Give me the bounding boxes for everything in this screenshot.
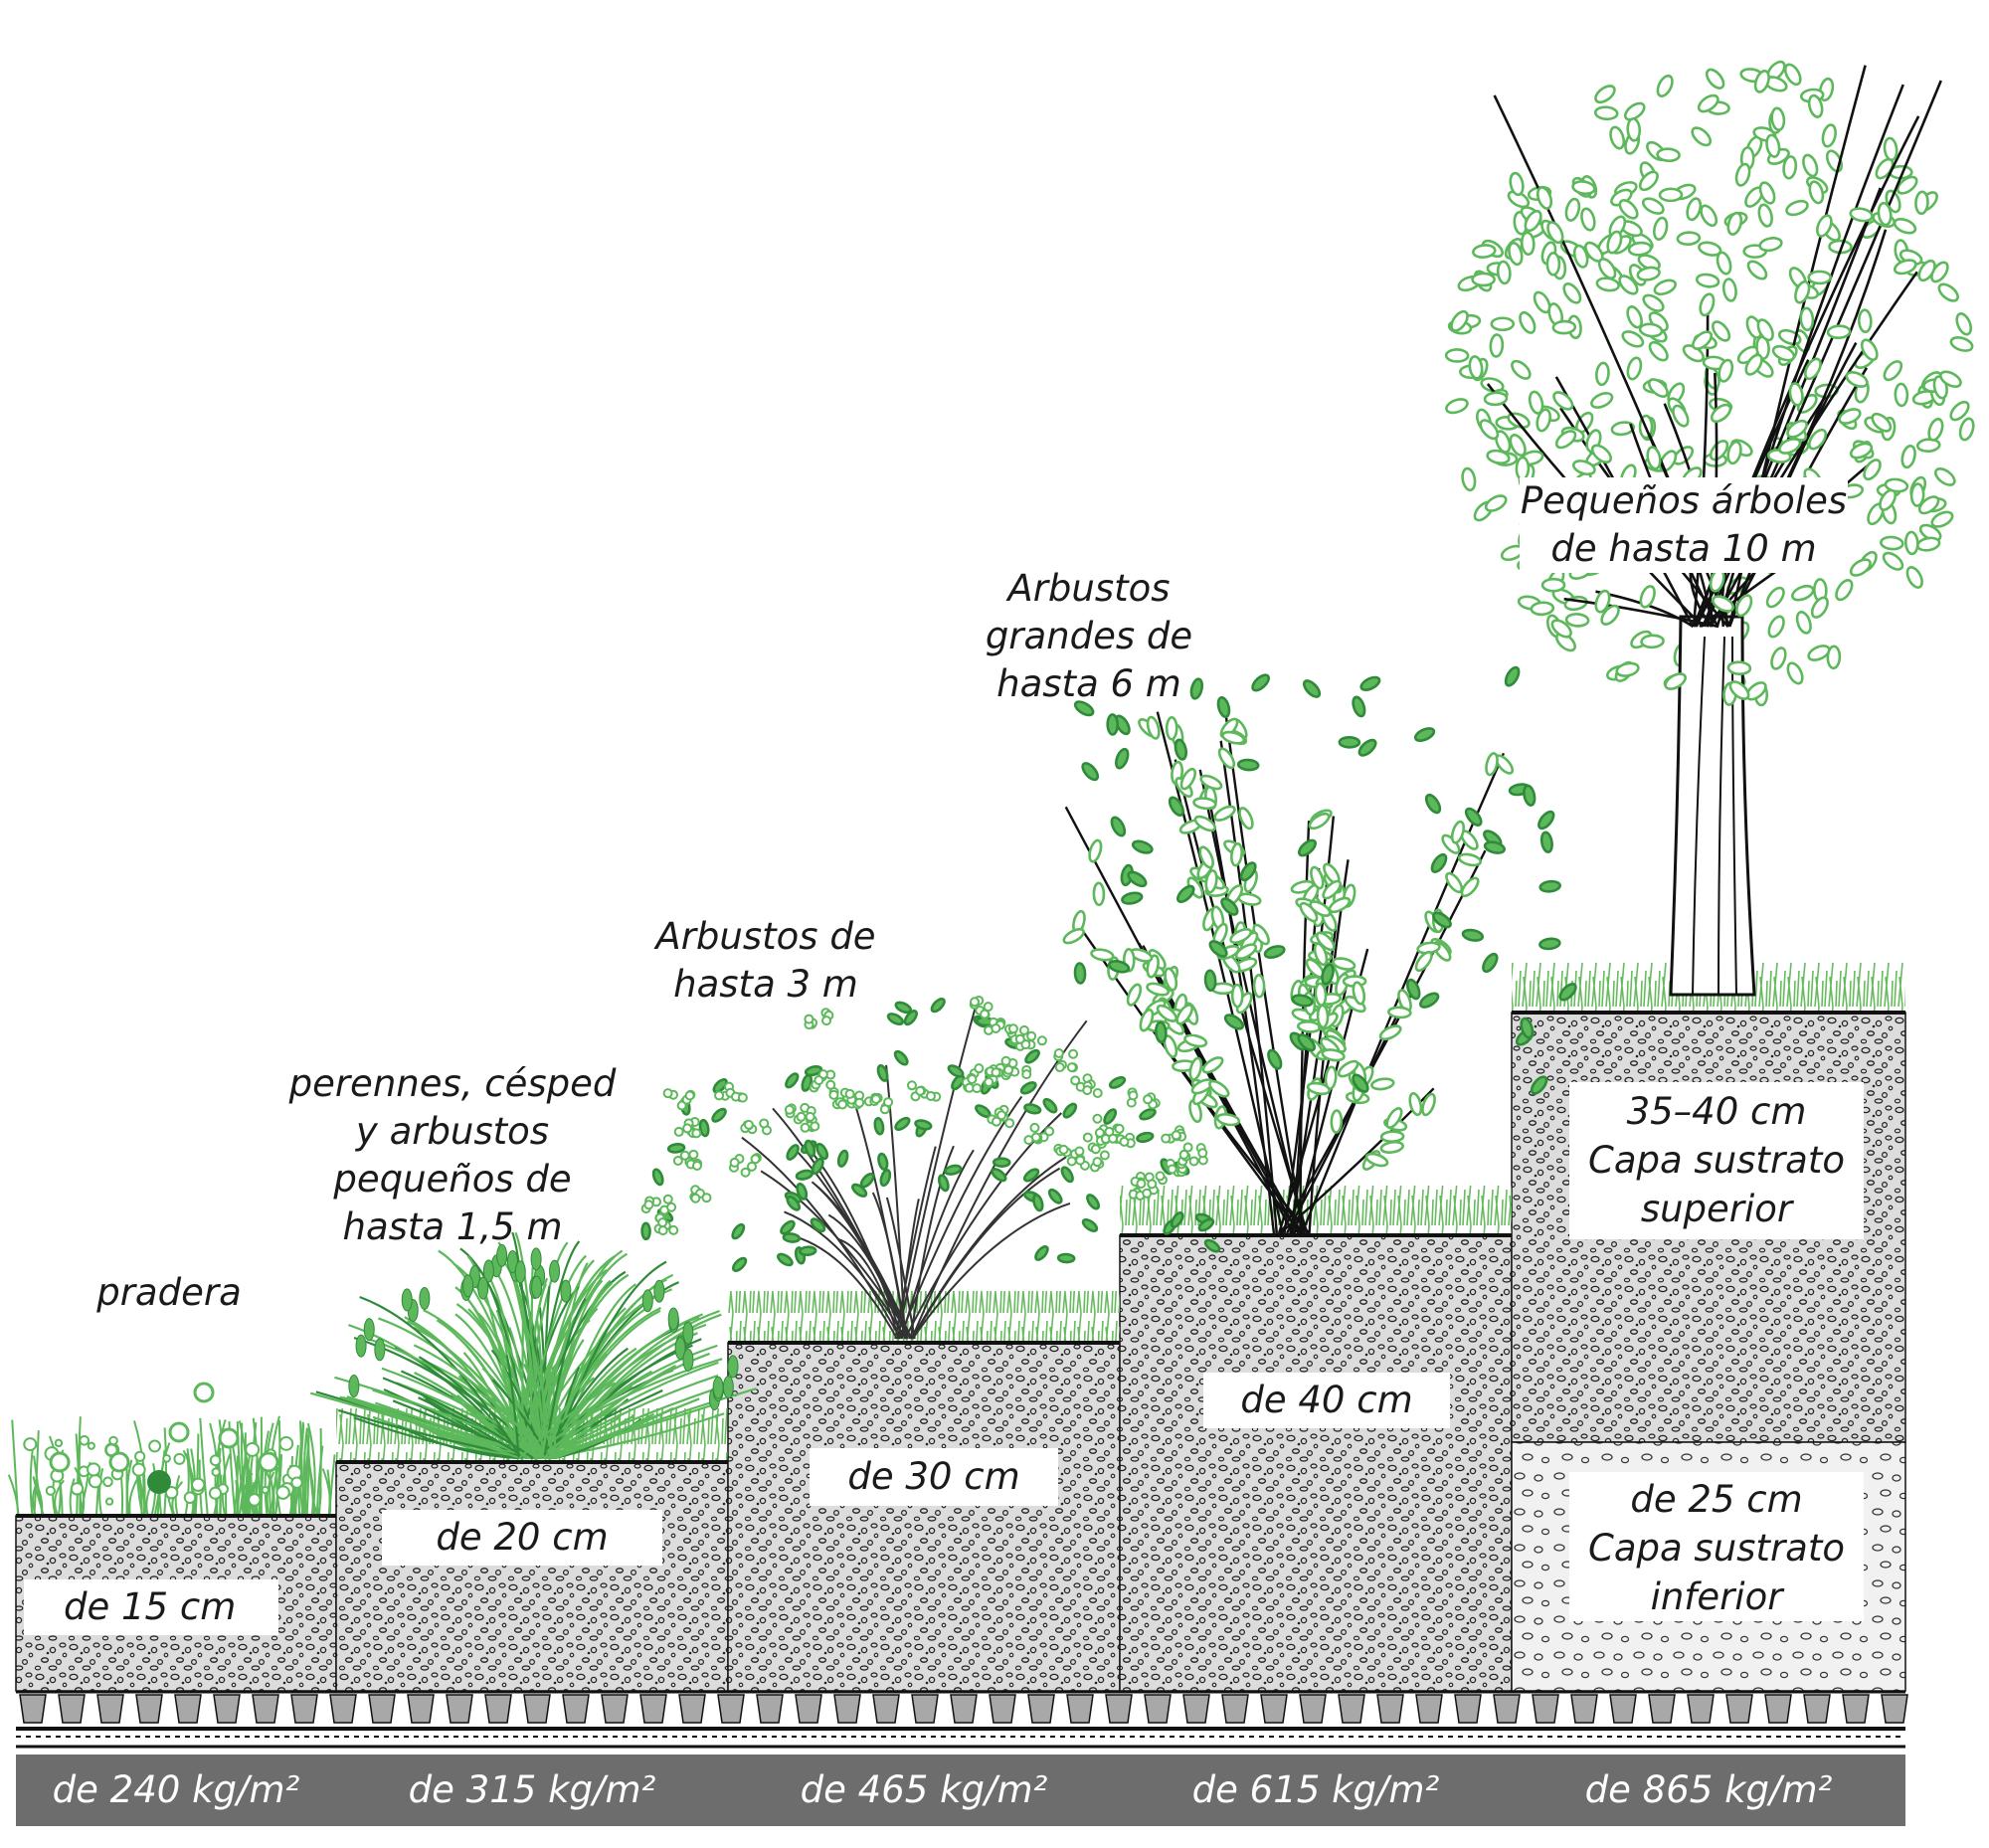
depth-box-1: de 15 cm [24, 1579, 278, 1635]
depth-line: superior [1640, 1187, 1793, 1230]
weight-label-4: de 615 kg/m² [1191, 1768, 1440, 1811]
meadow-plants [7, 1382, 336, 1515]
weight-label-5: de 865 kg/m² [1584, 1768, 1833, 1811]
ground-lines [16, 1011, 1905, 1518]
depth-box-3: de 30 cm [810, 1448, 1058, 1506]
depth-line: Capa sustrato [1588, 1138, 1845, 1182]
depth-box-5-upper: 35–40 cm Capa sustrato superior [1569, 1082, 1864, 1239]
depth-box-5-lower: de 25 cm Capa sustrato inferior [1569, 1472, 1864, 1621]
weight-label-2: de 315 kg/m² [408, 1768, 656, 1811]
drainage-layer [16, 1690, 1908, 1755]
depth-line: de 30 cm [847, 1455, 1020, 1498]
depth-line: Capa sustrato [1588, 1526, 1845, 1570]
substrate-step-2 [335, 1461, 729, 1692]
depth-line: inferior [1650, 1574, 1783, 1618]
plant-label-small-shrubs: perennes, césped y arbustos pequeños de … [288, 1062, 617, 1249]
depth-line: de 15 cm [64, 1585, 237, 1628]
depth-line: de 20 cm [436, 1516, 609, 1559]
small-shrub [309, 1231, 757, 1460]
depth-line: de 40 cm [1240, 1379, 1413, 1421]
plant-label-small-trees: Pequeños árboles de hasta 10 m [1520, 477, 1848, 574]
plant-label-meadow: pradera [96, 1271, 242, 1314]
medium-shrub [640, 995, 1221, 1340]
weight-label-3: de 465 kg/m² [800, 1768, 1048, 1811]
small-tree [1444, 60, 1975, 997]
plant-label-large-shrubs: Arbustos grandes de hasta 6 m [985, 567, 1193, 706]
weight-bar [16, 1755, 1905, 1826]
depth-line: 35–40 cm [1626, 1090, 1807, 1133]
depth-box-4: de 40 cm [1203, 1373, 1450, 1428]
depth-line: de 25 cm [1630, 1478, 1803, 1521]
large-shrub [1062, 665, 1577, 1234]
depth-box-2: de 20 cm [382, 1510, 662, 1566]
substrate-step-3 [727, 1342, 1121, 1692]
substrate-step-4 [1119, 1234, 1513, 1692]
plant-label-shrubs: Arbustos de hasta 3 m [655, 915, 876, 1007]
weight-label-1: de 240 kg/m² [52, 1768, 300, 1811]
